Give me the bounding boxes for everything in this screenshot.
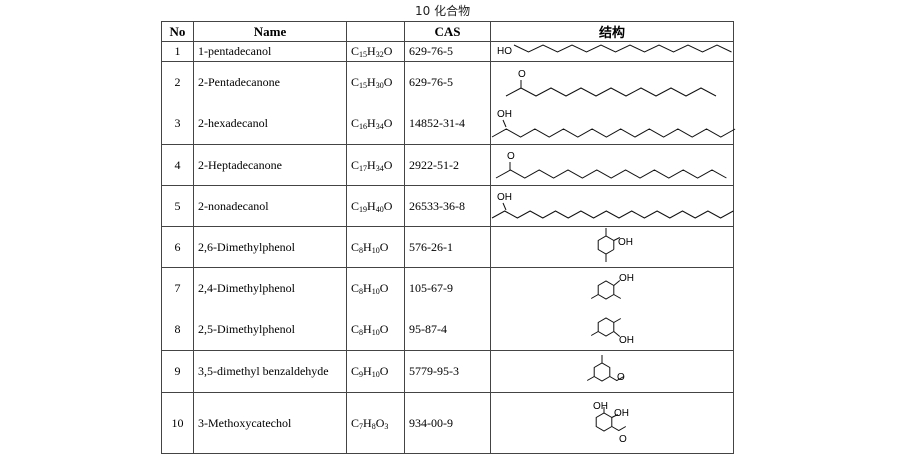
cell-formula: C17H34O bbox=[346, 144, 405, 186]
header-formula bbox=[346, 21, 405, 42]
cell-no: 4 bbox=[161, 144, 194, 186]
cas-number: 629-76-5 bbox=[409, 44, 453, 58]
table-row: 1 1-pentadecanol C15H32O 629-76-5 bbox=[161, 41, 734, 62]
cell-no: 6 bbox=[161, 226, 194, 268]
cell-no: 10 bbox=[161, 392, 194, 454]
cell-cas: 934-00-9 bbox=[404, 392, 491, 454]
compound-name: 2-hexadecanol bbox=[198, 116, 268, 130]
compound-name: 3-Methoxycatechol bbox=[198, 415, 292, 430]
cell-no: 9 bbox=[161, 350, 194, 393]
table-caption: 10 化合物 bbox=[415, 4, 471, 18]
cas-number: 95-87-4 bbox=[409, 322, 447, 336]
cell-no: 5 bbox=[161, 185, 194, 227]
cell-no: 1 bbox=[161, 41, 194, 62]
cell-structure bbox=[490, 41, 734, 62]
compound-name: 2-nonadecanol bbox=[198, 198, 269, 213]
cell-cas: 2922-51-2 bbox=[404, 144, 491, 186]
cas-number: 14852-31-4 bbox=[409, 116, 465, 130]
row-number: 9 bbox=[174, 364, 181, 378]
cell-name: 2-Pentadecanone 2-hexadecanol bbox=[193, 61, 347, 145]
cell-name: 2,4-Dimethylphenol 2,5-Dimethylphenol bbox=[193, 267, 347, 351]
cell-name: 3-Methoxycatechol bbox=[193, 392, 347, 454]
cell-name: 1-pentadecanol bbox=[193, 41, 347, 62]
cas-number: 5779-95-3 bbox=[409, 364, 459, 378]
cell-structure bbox=[490, 392, 734, 454]
compound-name: 2,6-Dimethylphenol bbox=[198, 239, 295, 254]
row-number: 2 bbox=[174, 75, 181, 89]
cell-cas: 576-26-1 bbox=[404, 226, 491, 268]
cell-name: 2-Heptadecanone bbox=[193, 144, 347, 186]
cell-structure bbox=[490, 185, 734, 227]
cell-formula: C15H32O bbox=[346, 41, 405, 62]
cell-cas: 5779-95-3 bbox=[404, 350, 491, 393]
cell-formula: C9H10O bbox=[346, 350, 405, 393]
row-number: 3 bbox=[174, 116, 181, 130]
table-header-row: No Name CAS 结构 bbox=[161, 21, 734, 42]
table-row: 10 3-Methoxycatechol C7H8O3 934-00-9 bbox=[161, 392, 734, 454]
cell-cas: 629-76-5 bbox=[404, 41, 491, 62]
cell-formula: C19H40O bbox=[346, 185, 405, 227]
compound-name: 2-Heptadecanone bbox=[198, 157, 282, 172]
table-row: 6 2,6-Dimethylphenol C8H10O 576-26-1 bbox=[161, 226, 734, 268]
cell-name: 2-nonadecanol bbox=[193, 185, 347, 227]
row-number: 8 bbox=[174, 322, 181, 336]
cas-number: 2922-51-2 bbox=[409, 157, 459, 172]
row-number: 6 bbox=[174, 239, 181, 254]
cell-formula: C7H8O3 bbox=[346, 392, 405, 454]
header-no: No bbox=[161, 21, 194, 42]
cas-number: 105-67-9 bbox=[409, 281, 453, 295]
cell-structure bbox=[490, 267, 734, 351]
compound-name: 2-Pentadecanone bbox=[198, 75, 280, 89]
row-number: 5 bbox=[174, 198, 181, 213]
cas-number: 26533-36-8 bbox=[409, 198, 465, 213]
cell-cas: 105-67-9 95-87-4 bbox=[404, 267, 491, 351]
compound-name: 2,5-Dimethylphenol bbox=[198, 322, 295, 336]
cas-number: 934-00-9 bbox=[409, 415, 453, 430]
cell-cas: 26533-36-8 bbox=[404, 185, 491, 227]
cell-structure bbox=[490, 226, 734, 268]
cell-structure bbox=[490, 61, 734, 145]
header-structure: 结构 bbox=[490, 21, 734, 42]
cas-number: 629-76-5 bbox=[409, 75, 453, 89]
header-name: Name bbox=[193, 21, 347, 42]
cell-name: 3,5-dimethyl benzaldehyde bbox=[193, 350, 347, 393]
compound-name: 1-pentadecanol bbox=[198, 44, 272, 58]
header-cas: CAS bbox=[404, 21, 491, 42]
cell-cas: 629-76-5 14852-31-4 bbox=[404, 61, 491, 145]
cell-structure bbox=[490, 350, 734, 393]
row-number: 10 bbox=[171, 415, 184, 430]
row-number: 7 bbox=[174, 281, 181, 295]
compound-name: 3,5-dimethyl benzaldehyde bbox=[198, 364, 329, 378]
table-row: 5 2-nonadecanol C19H40O 26533-36-8 bbox=[161, 185, 734, 227]
cell-formula: C8H10O bbox=[346, 226, 405, 268]
table-row: 9 3,5-dimethyl benzaldehyde C9H10O 5779-95-… bbox=[161, 350, 734, 393]
cell-structure bbox=[490, 144, 734, 186]
table-row: 4 2-Heptadecanone C17H34O 2922-51-2 bbox=[161, 144, 734, 186]
compound-name: 2,4-Dimethylphenol bbox=[198, 281, 295, 295]
row-number: 4 bbox=[174, 157, 181, 172]
row-number: 1 bbox=[174, 44, 181, 58]
cell-name: 2,6-Dimethylphenol bbox=[193, 226, 347, 268]
cas-number: 576-26-1 bbox=[409, 239, 453, 254]
